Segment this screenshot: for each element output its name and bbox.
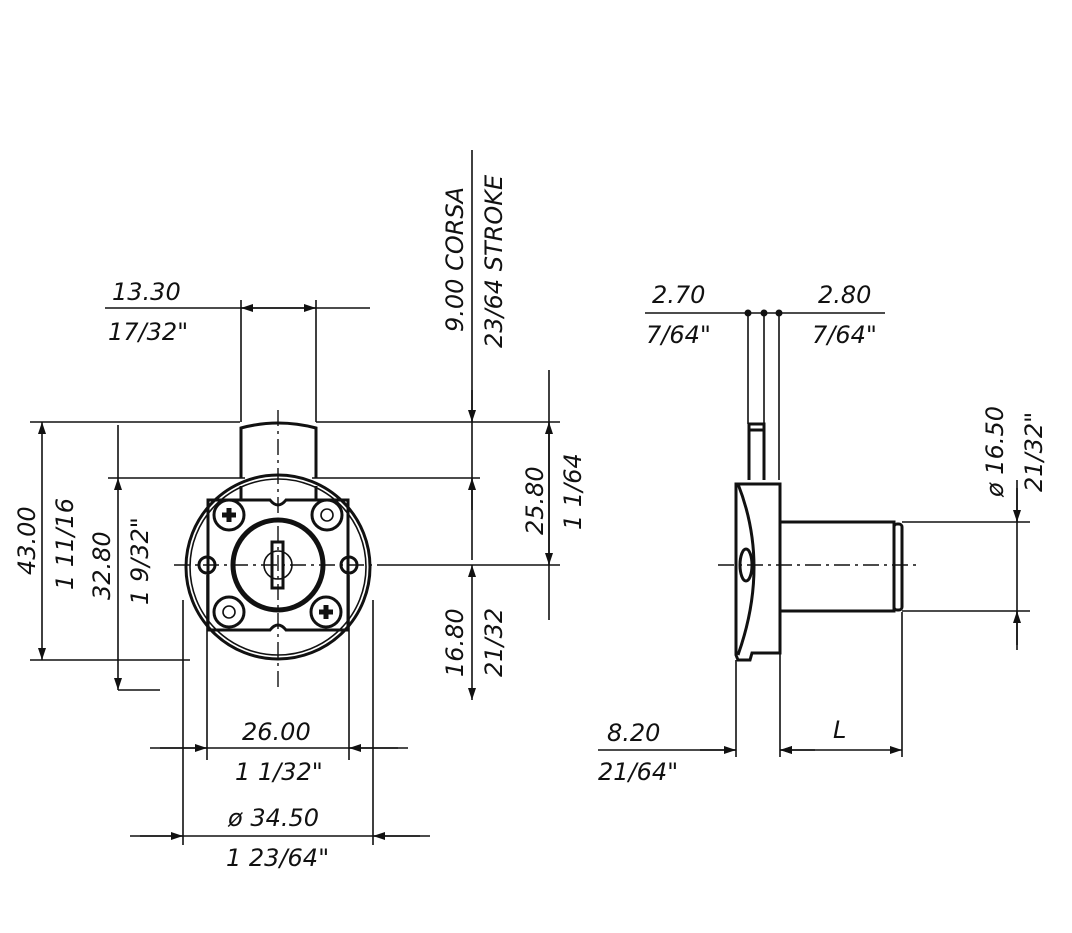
dim-dot <box>744 309 752 317</box>
label-bolt-left-metric: 2.70 <box>652 281 705 309</box>
label-height-body-metric: 32.80 <box>88 531 116 600</box>
extension-lines <box>735 521 1030 757</box>
mounting-plate <box>206 486 350 632</box>
label-diameter-imperial: 1 23/64" <box>226 844 329 872</box>
label-bolt-right-imperial: 7/64" <box>812 321 877 349</box>
label-hole-spacing-imperial: 1 1/32" <box>235 758 323 786</box>
flange <box>734 482 782 662</box>
screw-bosses <box>212 498 344 629</box>
label-height-total-imperial: 1 11/16 <box>51 498 79 590</box>
rivet-icon <box>320 508 334 522</box>
label-bolt-left-imperial: 7/64" <box>646 321 711 349</box>
label-lower-offset-metric: 16.80 <box>441 608 469 677</box>
label-stroke-imperial: 23/64 STROKE <box>480 174 508 348</box>
bolt <box>747 422 766 480</box>
label-upper-offset-imperial: 1 1/64 <box>559 453 587 530</box>
label-width-top-imperial: 17/32" <box>108 318 188 346</box>
label-flange-metric: 8.20 <box>607 719 660 747</box>
label-height-body-imperial: 1 9/32" <box>126 517 154 605</box>
front-view: 13.30 17/32" 43.00 1 11/16 32.80 1 9/32"… <box>13 150 587 872</box>
cylinder-end-cap <box>892 522 904 612</box>
label-hole-spacing-metric: 26.00 <box>242 718 311 746</box>
label-upper-offset-metric: 25.80 <box>521 466 549 535</box>
label-length: L <box>833 716 846 744</box>
label-width-top-metric: 13.30 <box>112 278 181 306</box>
flange-curve <box>736 483 756 656</box>
screw-cross-icon <box>319 605 333 619</box>
label-diameter-metric: ø 34.50 <box>227 804 319 832</box>
cylinder <box>780 520 896 613</box>
side-view: 2.70 7/64" 2.80 7/64" ø 16.50 21/32" 8.2… <box>598 281 1048 786</box>
label-cyl-diameter-imperial: 21/32" <box>1020 412 1048 492</box>
label-lower-offset-imperial: 21/32 <box>480 608 508 677</box>
label-flange-imperial: 21/64" <box>598 758 678 786</box>
label-stroke-metric: 9.00 CORSA <box>441 187 469 332</box>
screw-cross-icon <box>222 508 236 522</box>
bolt-ext-lines <box>747 313 780 480</box>
dim-dot <box>760 309 768 317</box>
label-bolt-right-metric: 2.80 <box>818 281 871 309</box>
dim-dot <box>775 309 783 317</box>
label-cyl-diameter-metric: ø 16.50 <box>981 406 1009 498</box>
rivet-icon <box>222 605 236 619</box>
label-height-total-metric: 43.00 <box>13 506 41 575</box>
